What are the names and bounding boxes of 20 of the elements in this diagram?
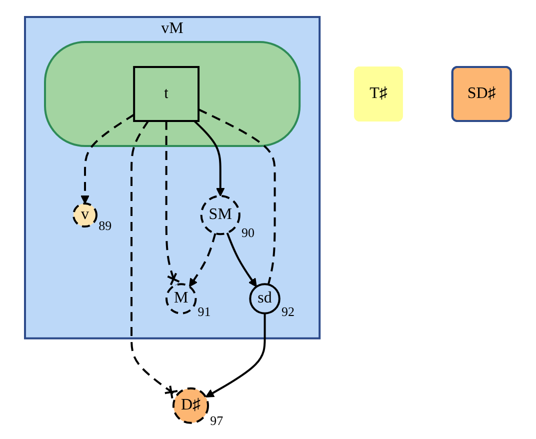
node-number: 97: [210, 414, 224, 428]
node-number: 92: [281, 304, 294, 318]
node-circle: v: [72, 202, 98, 228]
cluster: [44, 40, 301, 147]
arrow: [226, 232, 257, 287]
node-circle: D♯: [172, 386, 210, 424]
arrow: [205, 312, 266, 397]
arrow: [194, 120, 225, 196]
connector: [130, 120, 179, 399]
node-box: t: [133, 66, 200, 122]
connector: [198, 108, 276, 284]
node-number: 89: [98, 218, 112, 232]
node-number: 91: [198, 304, 211, 318]
node-circle: SM: [200, 194, 240, 235]
node-circle: M: [166, 282, 197, 314]
node-circle: sd: [249, 282, 280, 314]
connector: [165, 120, 180, 286]
arrow: [189, 232, 216, 287]
arrow: [80, 113, 135, 204]
node-number: 90: [242, 226, 254, 239]
